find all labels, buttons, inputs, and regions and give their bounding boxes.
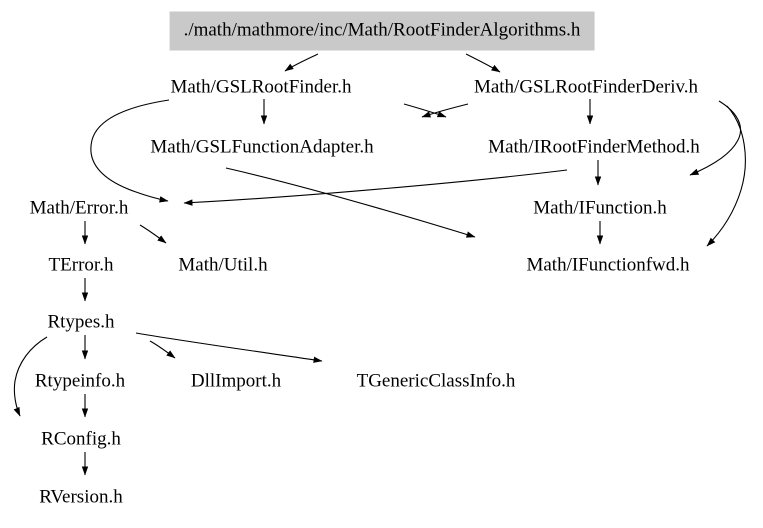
edge-gslrootfinder-to-matherror	[90, 99, 170, 203]
node-rtypeinfo[interactable]: Rtypeinfo.h	[34, 370, 126, 392]
edge-matherror-to-mathutil	[139, 224, 167, 244]
edge-gslfunctionadapter-to-ifunctionfwd	[225, 167, 476, 238]
node-tgenericclassinfo[interactable]: TGenericClassInfo.h	[356, 370, 516, 392]
node-matherror[interactable]: Math/Error.h	[29, 197, 129, 219]
edge-gslrootfinderderiv-to-gslfunctionadapter	[421, 103, 469, 118]
node-terror[interactable]: TError.h	[48, 254, 114, 276]
edge-gslrootfinder-to-irootfindermethod	[403, 103, 447, 118]
node-irootfindermethod[interactable]: Math/IRootFinderMethod.h	[488, 136, 700, 158]
edge-root-to-gslrootfinder	[284, 53, 319, 72]
node-rconfig[interactable]: RConfig.h	[41, 428, 121, 450]
node-root[interactable]: ./math/mathmore/inc/Math/RootFinderAlgor…	[169, 11, 595, 51]
node-rversion[interactable]: RVersion.h	[39, 486, 123, 508]
node-gslrootfinder[interactable]: Math/GSLRootFinder.h	[170, 76, 352, 98]
node-ifunction[interactable]: Math/IFunction.h	[533, 197, 667, 219]
node-mathutil[interactable]: Math/Util.h	[178, 254, 268, 276]
node-dllimport[interactable]: DllImport.h	[190, 370, 282, 392]
node-rtypes[interactable]: Rtypes.h	[47, 311, 115, 333]
node-gslfunctionadapter[interactable]: Math/GSLFunctionAdapter.h	[150, 136, 374, 158]
node-gslrootfinderderiv[interactable]: Math/GSLRootFinderDeriv.h	[473, 76, 699, 98]
edge-rtypes-to-dllimport	[149, 340, 176, 359]
edge-gslrootfinderderiv-to-ifunctionfwd	[706, 105, 746, 247]
edge-root-to-gslrootfinderderiv	[465, 53, 501, 73]
edge-irootfindermethod-to-matherror	[183, 169, 568, 206]
edge-rtypes-to-tgenericclassinfo	[135, 332, 323, 363]
edge-rtypes-to-rconfig	[13, 336, 48, 417]
node-ifunctionfwd[interactable]: Math/IFunctionfwd.h	[526, 254, 690, 276]
